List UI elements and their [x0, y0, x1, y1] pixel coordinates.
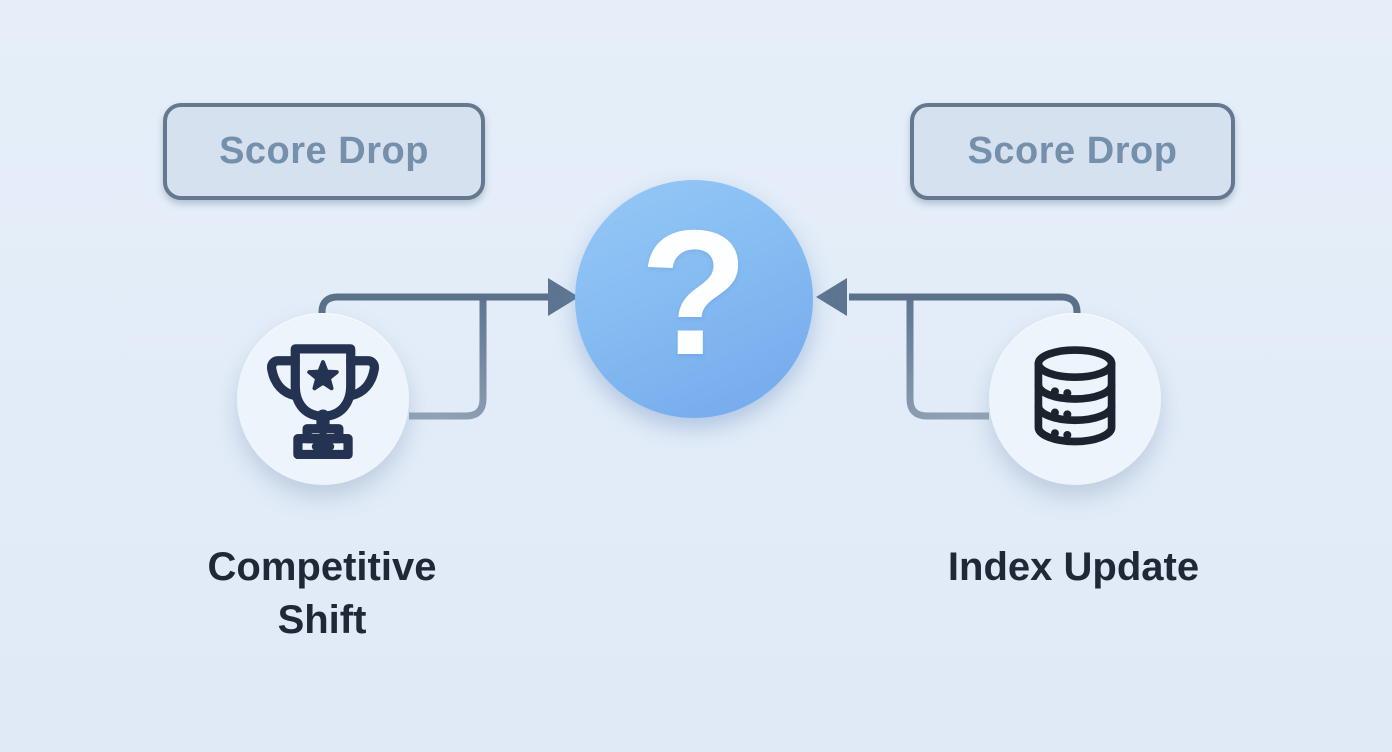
- connector-right-branch: [906, 299, 989, 420]
- connector-left-main: [318, 293, 550, 317]
- database-icon: [1034, 346, 1116, 446]
- star-icon: [307, 360, 339, 391]
- arrowhead-left: [548, 278, 579, 316]
- competitive-shift-label: Competitive Shift: [207, 545, 437, 643]
- score-drop-badge-right: Score Drop: [910, 103, 1235, 200]
- question-mark-icon: ?: [639, 193, 749, 392]
- score-drop-badge-left: Score Drop: [163, 103, 485, 200]
- connector-left-branch: [409, 299, 487, 420]
- competitive-shift-icon-circle: [237, 313, 409, 485]
- connector-right-main: [849, 293, 1081, 317]
- unknown-cause-circle: ?: [575, 180, 813, 418]
- score-drop-label-right: Score Drop: [967, 130, 1178, 172]
- arrowhead-right: [816, 278, 847, 316]
- index-update-icon-circle: [989, 313, 1161, 485]
- score-drop-label-left: Score Drop: [219, 130, 429, 172]
- trophy-icon: [266, 344, 380, 460]
- index-update-label: Index Update: [947, 545, 1200, 589]
